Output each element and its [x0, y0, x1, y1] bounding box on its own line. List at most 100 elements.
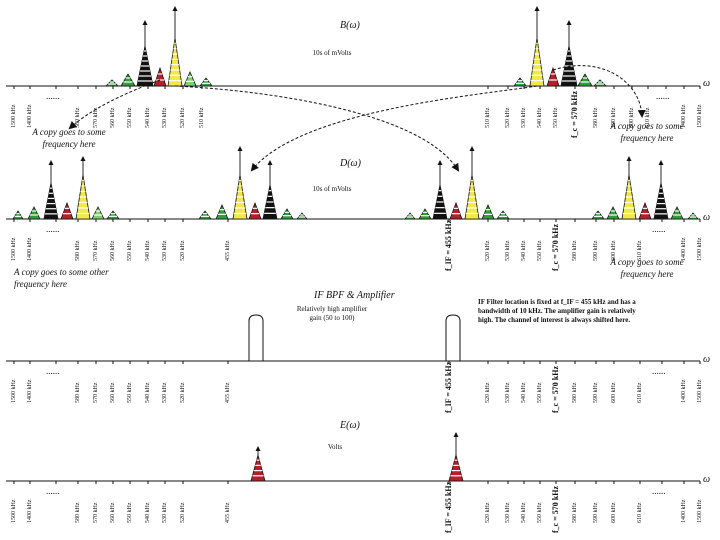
tick-label: 455 kHz [225, 382, 231, 404]
tick-label: 540 kHz [145, 502, 151, 524]
tick-label: 590 kHz [593, 502, 599, 524]
copy-arrow [68, 79, 161, 130]
tick-label: f_IF = 455 kHz [444, 481, 453, 533]
spectral-peak [481, 203, 495, 220]
spectral-peak [27, 206, 41, 220]
tick-label: 560 kHz [110, 502, 116, 524]
tick-label: ...... [46, 91, 60, 101]
tick-label: 530 kHz [162, 382, 168, 404]
carrier-arrowhead [267, 160, 273, 165]
tick-label: 1400 kHz [681, 237, 687, 262]
tick-label: f_IF = 455 kHz [444, 219, 453, 271]
tick-label: 560 kHz [110, 382, 116, 404]
tick-label: 570 kHz [93, 240, 99, 262]
tick-label: 600 kHz [611, 502, 617, 524]
tick-label: 580 kHz [572, 502, 578, 524]
carrier-arrowhead [142, 20, 148, 25]
spectral-peak [513, 77, 527, 87]
panel-d-axis-symbol: ω [703, 212, 711, 223]
spectral-peak [167, 37, 183, 87]
tick-label: 510 kHz [485, 107, 491, 129]
tick-label: 570 kHz [93, 382, 99, 404]
tick-label: 610 kHz [637, 382, 643, 404]
tick-label: 540 kHz [537, 107, 543, 129]
tick-label: 550 kHz [537, 382, 543, 404]
tick-label: 520 kHz [180, 502, 186, 524]
spectral-peak [120, 73, 136, 87]
tick-label: 560 kHz [110, 240, 116, 262]
tick-label: 550 kHz [127, 382, 133, 404]
spectral-peak [91, 206, 105, 220]
tick-label: 1500 kHz [11, 237, 17, 262]
tick-label: 580 kHz [572, 240, 578, 262]
spectral-peak [593, 79, 607, 87]
spectral-peak [577, 73, 593, 87]
carrier-arrowhead [453, 432, 459, 437]
tick-label: 590 kHz [593, 240, 599, 262]
panel-d-units: 10s of mVolts [312, 185, 352, 193]
spectral-peak [464, 174, 480, 220]
tick-label: 550 kHz [553, 107, 559, 129]
tick-label: 540 kHz [521, 382, 527, 404]
spectral-peak [183, 70, 197, 87]
tick-label: 580 kHz [572, 382, 578, 404]
tick-label: 1500 kHz [11, 499, 17, 524]
tick-label: ...... [656, 91, 670, 101]
carrier-arrowhead [566, 20, 572, 25]
tick-label: 530 kHz [505, 382, 511, 404]
copy-arrow [552, 65, 646, 118]
tick-label: 520 kHz [180, 240, 186, 262]
spectral-peak [449, 201, 463, 220]
tick-label: 520 kHz [485, 502, 491, 524]
spectral-peak [670, 206, 684, 220]
tick-label: 590 kHz [593, 382, 599, 404]
spectral-peak [105, 79, 119, 87]
tick-label: 540 kHz [521, 240, 527, 262]
copy-arrow [250, 85, 538, 172]
tick-label: 455 kHz [225, 502, 231, 524]
tick-label: 520 kHz [485, 382, 491, 404]
tick-label: 510 kHz [199, 107, 205, 129]
carrier-arrowhead [80, 156, 86, 161]
tick-label: 550 kHz [127, 240, 133, 262]
spectral-peak [638, 201, 652, 220]
spectral-peak [232, 174, 248, 220]
spectral-peak [215, 203, 229, 220]
tick-label: 580 kHz [75, 240, 81, 262]
spectral-peak [687, 212, 699, 220]
tick-label: 1500 kHz [697, 499, 703, 524]
spectral-peak [262, 184, 278, 220]
tick-label: f_c = 570 kHz [551, 486, 560, 533]
tick-label: 530 kHz [162, 107, 168, 129]
tick-label: 530 kHz [162, 502, 168, 524]
spectral-peak [198, 210, 212, 220]
panel-e-title: E(ω) [340, 420, 360, 431]
spectral-peak [404, 212, 416, 220]
tick-label: 600 kHz [611, 240, 617, 262]
tick-label: 520 kHz [485, 240, 491, 262]
panel-e-units: Volts [327, 443, 343, 451]
panel-e-axis-symbol: ω [703, 474, 711, 485]
tick-label: 1400 kHz [681, 104, 687, 129]
tick-label: 540 kHz [145, 107, 151, 129]
tick-label: 530 kHz [162, 240, 168, 262]
tick-label: ...... [46, 224, 60, 234]
tick-label: 600 kHz [629, 107, 635, 129]
carrier-arrowhead [172, 6, 178, 11]
tick-label: ...... [652, 486, 666, 496]
spectral-peak [75, 174, 91, 220]
tick-label: f_c = 570 kHz [551, 366, 560, 413]
copy-arrow [174, 85, 460, 172]
spectral-peak [448, 453, 464, 482]
tick-label: 550 kHz [127, 107, 133, 129]
tick-label: 580 kHz [75, 502, 81, 524]
tick-label: 1400 kHz [681, 379, 687, 404]
tick-label: 580 kHz [593, 107, 599, 129]
spectral-peak [621, 174, 637, 220]
tick-label: 520 kHz [180, 382, 186, 404]
panel-if-gain-note: Relatively high amplifier gain (50 to 10… [296, 305, 368, 322]
tick-label: 530 kHz [505, 240, 511, 262]
tick-label: 520 kHz [180, 107, 186, 129]
tick-label: 550 kHz [127, 502, 133, 524]
